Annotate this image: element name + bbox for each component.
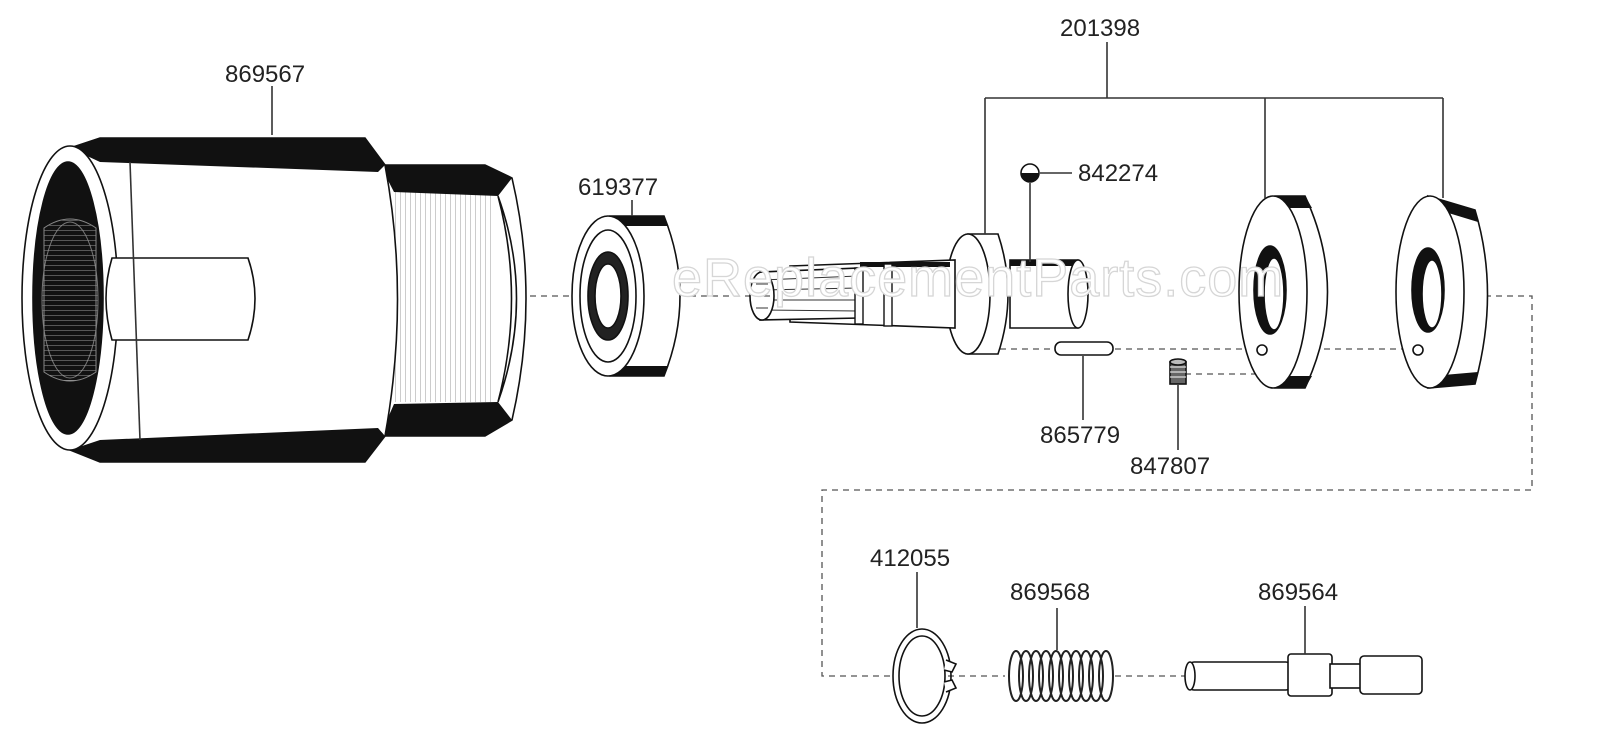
part-label-619377: 619377 bbox=[578, 174, 658, 201]
part-set-screw[interactable] bbox=[1169, 358, 1187, 385]
part-pin[interactable] bbox=[1054, 341, 1114, 356]
part-label-869568: 869568 bbox=[1010, 579, 1090, 606]
watermark-text: eReplacementParts.com bbox=[672, 248, 1284, 308]
part-bearing[interactable] bbox=[571, 215, 681, 377]
part-label-847807: 847807 bbox=[1130, 453, 1210, 480]
part-shaft[interactable] bbox=[1184, 653, 1423, 697]
part-label-412055: 412055 bbox=[870, 545, 950, 572]
part-retaining-ring[interactable] bbox=[892, 628, 958, 724]
part-coupling-disc-1[interactable] bbox=[1238, 195, 1329, 389]
part-label-865779: 865779 bbox=[1040, 422, 1120, 449]
part-spring[interactable] bbox=[1008, 650, 1114, 702]
part-label-842274: 842274 bbox=[1078, 160, 1158, 187]
part-label-869564: 869564 bbox=[1258, 579, 1338, 606]
part-label-869567: 869567 bbox=[225, 61, 305, 88]
assembly-centerlines bbox=[530, 295, 1533, 677]
part-label-201398: 201398 bbox=[1060, 15, 1140, 42]
part-housing[interactable] bbox=[21, 137, 527, 463]
part-spindle[interactable] bbox=[749, 233, 1089, 355]
part-coupling-disc-2[interactable] bbox=[1395, 194, 1489, 389]
part-ball[interactable] bbox=[1020, 163, 1040, 183]
leader-lines bbox=[271, 42, 1444, 654]
